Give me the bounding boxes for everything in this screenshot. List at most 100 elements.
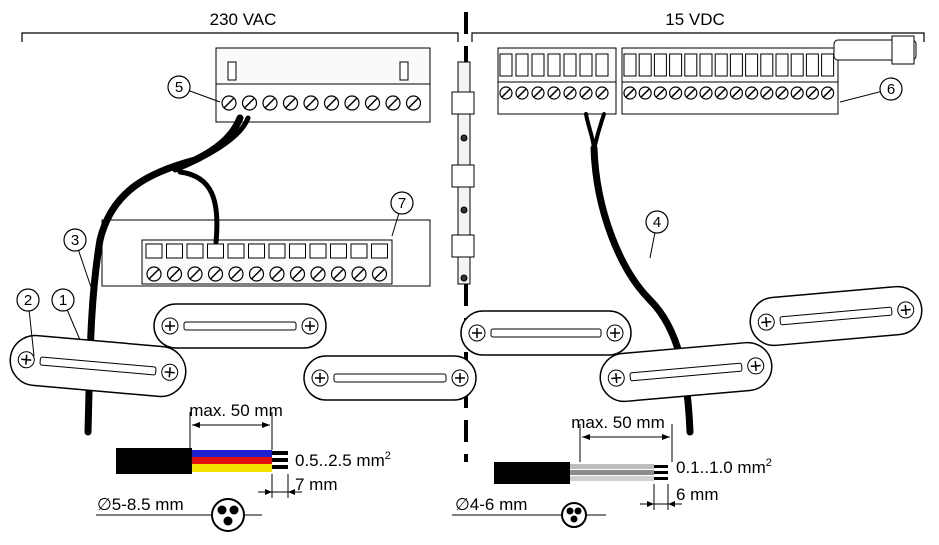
terminal-contact: [805, 53, 819, 77]
callouts: 1 2 3 4 5 6 7: [16, 75, 903, 357]
terminal-screw: [241, 95, 258, 111]
terminal-screw: [595, 86, 609, 100]
cable-clamp: [599, 341, 773, 403]
terminal-contact: [350, 243, 368, 259]
terminal-contact: [515, 53, 529, 77]
terminal-screw: [269, 266, 285, 282]
terminal-block-15vdc: [497, 35, 917, 115]
terminal-contact: [531, 53, 545, 77]
terminal-screw: [262, 95, 278, 111]
terminal-contact: [563, 53, 577, 77]
terminal-screw: [623, 86, 637, 100]
callout-number: 7: [398, 195, 406, 212]
terminal-screw: [221, 95, 237, 111]
terminal-screw: [282, 95, 299, 111]
callout-number: 6: [887, 81, 895, 98]
terminal-screw: [499, 86, 513, 100]
terminal-screw: [790, 86, 804, 100]
terminal-contact: [775, 53, 789, 77]
terminal-contact: [207, 243, 224, 259]
strip-length-label-15vdc: max. 50 mm: [571, 413, 665, 432]
wire-section-label-15vdc: 0.1..1.0 mm2: [676, 457, 772, 477]
callout-1: 1: [51, 288, 81, 341]
terminal-screw: [187, 266, 203, 282]
terminal-screw: [668, 86, 683, 100]
terminal-screw: [515, 86, 529, 100]
terminal-screw: [744, 86, 759, 100]
terminal-screw: [364, 95, 381, 111]
callout-number: 2: [24, 292, 32, 309]
terminal-contact: [653, 53, 667, 77]
callout-7: 7: [390, 191, 414, 237]
terminal-contact: [595, 53, 609, 77]
terminal-contact: [760, 53, 774, 77]
terminal-contact: [371, 243, 388, 259]
terminal-screw: [330, 266, 347, 282]
terminal-contact: [821, 53, 835, 77]
cable-clamp: [749, 285, 923, 347]
section-label-15vdc: 15 VDC: [665, 10, 725, 29]
terminal-screw: [775, 86, 789, 100]
cable-clamps: [9, 285, 923, 403]
wire-section-label-230vac: 0.5..2.5 mm2: [295, 450, 391, 470]
callout-6: 6: [839, 77, 903, 103]
terminal-contact: [330, 243, 347, 259]
terminal-screw: [805, 86, 820, 100]
terminal-contact: [638, 53, 652, 77]
terminal-screw: [699, 86, 713, 100]
terminal-contact: [227, 243, 245, 259]
terminal-screw: [563, 86, 577, 100]
strip-length-label-230vac: max. 50 mm: [189, 401, 283, 420]
terminal-screw: [351, 266, 367, 282]
terminal-screw: [653, 86, 668, 100]
terminal-screw: [303, 95, 319, 111]
wire-strip-label-230vac: 7 mm: [295, 475, 338, 494]
terminal-screw: [371, 266, 388, 282]
terminal-contact: [729, 53, 743, 77]
cable-clamp: [303, 355, 477, 401]
terminal-contact: [289, 243, 306, 259]
terminal-contact: [248, 243, 265, 259]
terminal-screw: [146, 266, 162, 282]
section-bracket-230vac: [21, 32, 459, 42]
terminal-contact: [714, 53, 728, 77]
callout-4: 4: [645, 210, 669, 259]
terminal-contact: [669, 53, 683, 77]
cable-clamp: [460, 310, 632, 356]
terminal-contact: [166, 243, 183, 259]
terminal-contact: [186, 243, 204, 259]
terminal-screw: [714, 86, 728, 100]
section-label-230vac: 230 VAC: [210, 10, 277, 29]
callout-3: 3: [63, 228, 93, 291]
cable-spec-15vdc: max. 50 mm 0.1..1.0 mm2 6 mm ∅4-6 mm: [452, 413, 772, 528]
terminal-screw: [684, 86, 698, 100]
terminal-contact: [745, 53, 759, 77]
terminal-contact: [499, 53, 513, 77]
terminal-screw: [248, 266, 265, 282]
terminal-screw: [323, 95, 340, 111]
wire-strip-label-15vdc: 6 mm: [676, 485, 719, 504]
callout-2: 2: [16, 288, 40, 357]
terminal-block-7: [101, 219, 431, 287]
terminal-contact: [309, 243, 327, 259]
terminal-contact: [684, 53, 698, 77]
terminal-screw: [344, 95, 360, 111]
terminal-screw: [166, 266, 183, 282]
din-rail: [451, 61, 475, 285]
terminal-screw: [547, 86, 561, 100]
terminal-screw: [289, 266, 306, 282]
section-bracket-15vdc: [471, 32, 925, 42]
terminal-screw: [310, 266, 326, 282]
terminal-screw: [207, 266, 224, 282]
terminal-contact: [790, 53, 804, 77]
terminal-screw: [638, 86, 652, 100]
cable-clamp: [9, 334, 187, 398]
terminal-contact: [623, 53, 637, 77]
cable-diameter-label-15vdc: ∅4-6 mm: [455, 495, 527, 514]
cable-clamp: [153, 303, 327, 349]
terminal-screw: [760, 86, 774, 100]
terminal-screw: [531, 86, 545, 100]
terminal-screw: [228, 266, 244, 282]
terminal-screw: [729, 86, 744, 100]
callout-5: 5: [167, 75, 221, 103]
